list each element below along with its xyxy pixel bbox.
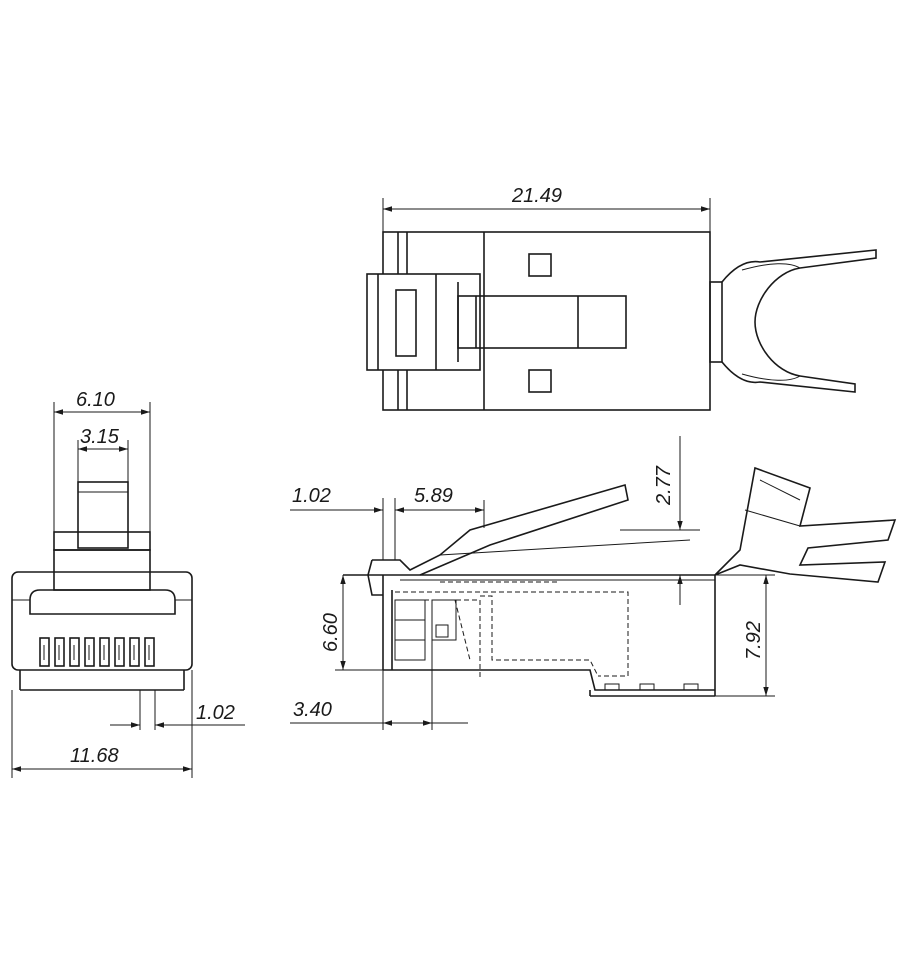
dim-overall-length: 21.49 (511, 185, 562, 207)
dim-body-height: 6.60 (320, 613, 342, 652)
dim-latch-offset: 1.02 (292, 485, 331, 507)
top-view: 21.49 (366, 185, 877, 411)
side-view: 1.02 5.89 2.77 6.60 7.92 3.40 (290, 436, 897, 730)
dim-body-width: 11.68 (70, 745, 119, 767)
dim-latch-height: 2.77 (653, 465, 675, 506)
front-view: 6.10 3.15 1.02 11.68 (11, 389, 245, 778)
contact-pins (39, 637, 155, 667)
dim-total-height: 7.92 (743, 621, 765, 660)
dim-contact-depth: 3.40 (293, 699, 332, 721)
dim-front-width-outer: 6.10 (76, 389, 115, 411)
dim-pin-pitch: 1.02 (196, 702, 235, 724)
dim-front-width-inner: 3.15 (80, 426, 120, 448)
dim-latch-length: 5.89 (414, 485, 453, 507)
